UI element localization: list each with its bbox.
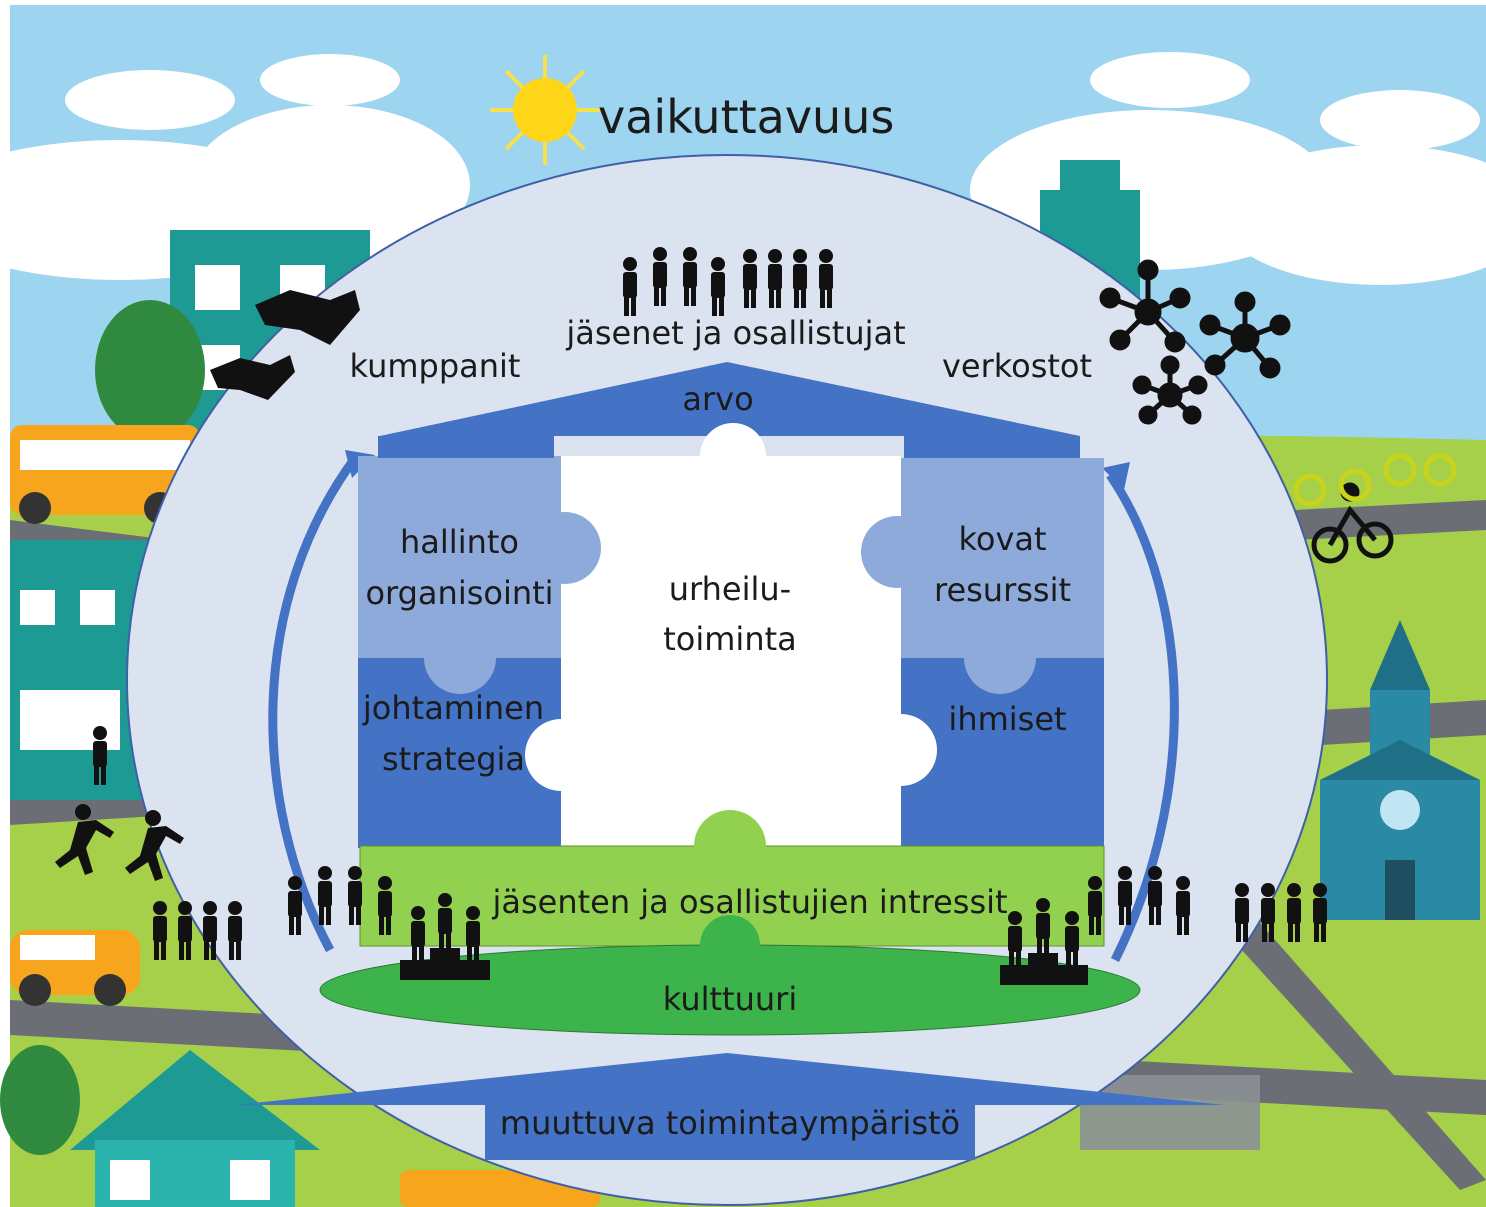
environment-arrow — [235, 1053, 1225, 1160]
people-label: ihmiset — [948, 700, 1067, 738]
value-roof — [380, 362, 1080, 436]
sport-label-line2: toiminta — [663, 620, 797, 658]
leadership-label-line1: johtaminen — [362, 689, 545, 727]
podium-icon — [400, 893, 490, 980]
runner-icon — [55, 726, 184, 881]
network-icon — [1099, 259, 1291, 425]
house-icon — [0, 1045, 320, 1207]
hard-resources-label-line2: resurssit — [933, 571, 1072, 609]
sport-piece — [561, 456, 901, 848]
members-label: jäsenet ja osallistujat — [566, 314, 906, 352]
interests-label: jäsenten ja osallistujien intressit — [492, 883, 1008, 921]
sport-label-line1: urheilu- — [668, 570, 792, 608]
car-icon — [10, 930, 140, 1006]
cyclist-icon — [1293, 453, 1457, 564]
bus-icon — [10, 425, 200, 524]
church-icon — [1320, 620, 1480, 920]
admin-label-line2: organisointi — [365, 574, 554, 612]
page-title: vaikuttavuus — [598, 90, 895, 144]
hard-resources-label-line1: kovat — [958, 520, 1047, 558]
right-cycle-arrow — [1106, 472, 1179, 963]
leadership-label-line2: strategia — [381, 740, 526, 778]
environment-label: muuttuva toimintaympäristö — [499, 1104, 961, 1142]
value-label: arvo — [682, 380, 754, 418]
admin-label-line1: hallinto — [400, 523, 519, 561]
podium-icon — [1000, 898, 1088, 985]
partners-label: kumppanit — [349, 347, 521, 385]
handshake-icon — [210, 290, 360, 400]
networks-label: verkostot — [941, 347, 1093, 385]
sun-icon — [490, 55, 600, 165]
culture-label: kulttuuri — [662, 980, 798, 1018]
